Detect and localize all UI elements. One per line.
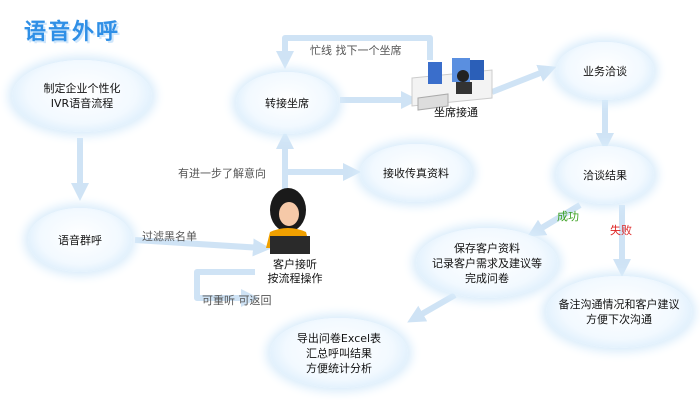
page-title: 语音外呼 xyxy=(24,20,121,45)
arrow-agent-to-business xyxy=(490,64,557,95)
label-further-interest: 有进一步了解意向 xyxy=(178,167,266,180)
arrow-groupcall-to-customer xyxy=(134,237,271,257)
label-fail: 失败 xyxy=(610,224,632,237)
arrow-replay-loop xyxy=(194,269,259,307)
node-customer-answer: 客户接听 按流程操作 xyxy=(267,258,323,285)
node-save-customer: 保存客户资料 记录客户需求及建议等 完成问卷 xyxy=(416,228,558,298)
label-filter-blacklist: 过滤黑名单 xyxy=(142,230,197,243)
node-voice-group-call: 语音群呼 xyxy=(28,208,132,272)
node-note-communication: 备注沟通情况和客户建议 方便下次沟通 xyxy=(546,276,692,348)
arrow-busy-loop xyxy=(276,35,433,69)
arrow-save-to-export xyxy=(407,292,457,323)
node-talk-result: 洽谈结果 xyxy=(556,146,654,204)
node-agent-connected: 坐席接通 xyxy=(434,106,478,119)
node-transfer-agent: 转接坐席 xyxy=(236,72,338,134)
label-busy-next: 忙线 找下一个坐席 xyxy=(310,44,402,57)
arrow-result-to-save xyxy=(527,202,582,237)
label-success: 成功 xyxy=(557,210,579,223)
customer-operator-illustration xyxy=(266,188,310,254)
label-replay-return: 可重听 可返回 xyxy=(202,294,272,307)
node-business-talk: 业务洽谈 xyxy=(556,42,654,100)
node-receive-fax: 接收传真资料 xyxy=(360,144,472,202)
node-export-survey: 导出问卷Excel表 汇总呼叫结果 方便统计分析 xyxy=(270,318,408,388)
agent-workstation-illustration xyxy=(411,58,493,111)
node-enterprise-ivr: 制定企业个性化 IVR语音流程 xyxy=(12,60,152,132)
